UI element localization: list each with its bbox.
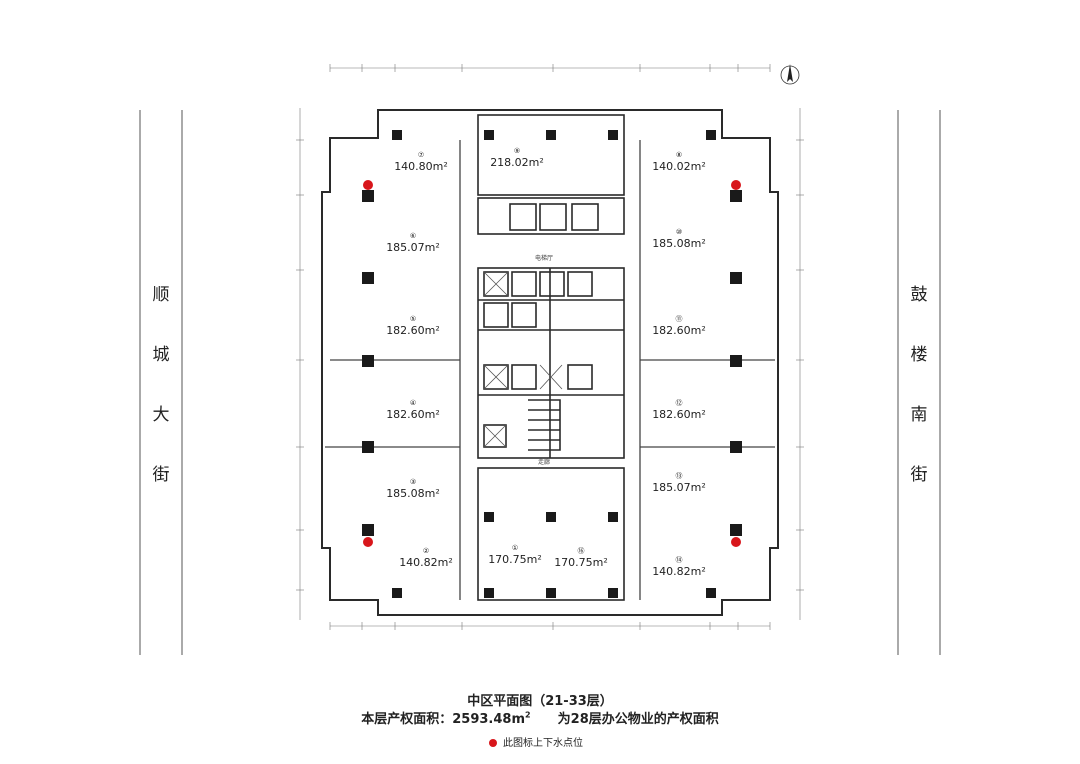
unit-area: 140.02m² <box>652 160 706 173</box>
plan-title: 中区平面图（21-33层） <box>467 694 613 709</box>
water-point-marker <box>731 537 741 547</box>
street-lines <box>139 110 941 655</box>
unit-area: 140.80m² <box>394 160 448 173</box>
street-char: 顺 <box>152 285 170 305</box>
street-name-left: 顺 城 大 街 <box>146 265 176 505</box>
area-unit-sup: 2 <box>525 710 531 720</box>
unit-id: ⑬ <box>676 472 683 480</box>
unit-id: ⑧ <box>676 151 682 159</box>
core <box>477 114 625 601</box>
legend-text: 此图标上下水点位 <box>503 738 583 749</box>
unit-area: 182.60m² <box>652 324 706 337</box>
street-char: 大 <box>152 405 170 425</box>
unit-labels: ⑦ 140.80m² ⑨ 218.02m² ⑧ 140.02m² ⑥ 185.0… <box>386 147 706 578</box>
unit-id: ③ <box>410 478 416 486</box>
core-x-marks <box>483 271 563 448</box>
unit-area: 185.07m² <box>652 481 706 494</box>
area-note: 为28层办公物业的产权面积 <box>557 712 719 727</box>
unit-id: ② <box>423 547 429 555</box>
unit-id: ⑤ <box>410 315 416 323</box>
street-char: 街 <box>910 465 928 485</box>
legend-marker-icon <box>489 739 497 747</box>
unit-id: ⑨ <box>514 147 520 155</box>
street-char: 南 <box>910 405 928 425</box>
unit-id: ① <box>512 544 518 552</box>
core-label-corridor: 走廊 <box>538 458 550 466</box>
unit-area: 182.60m² <box>386 408 440 421</box>
water-point-marker <box>731 180 741 190</box>
legend: 此图标上下水点位 <box>489 734 583 749</box>
unit-area: 185.08m² <box>386 487 440 500</box>
water-point-markers <box>363 180 741 547</box>
street-char: 楼 <box>910 345 928 365</box>
unit-area: 140.82m² <box>399 556 453 569</box>
unit-area: 185.07m² <box>386 241 440 254</box>
unit-id: ⑩ <box>676 228 682 236</box>
unit-id: ⑪ <box>676 315 683 323</box>
core-label-lobby: 电梯厅 <box>535 254 553 262</box>
street-char: 鼓 <box>910 285 928 305</box>
building-outline <box>321 109 779 616</box>
unit-area: 185.08m² <box>652 237 706 250</box>
unit-id: ④ <box>410 399 416 407</box>
unit-area: 170.75m² <box>554 556 608 569</box>
dimension-lines <box>296 64 804 630</box>
area-summary: 本层产权面积：2593.48m2 为28层办公物业的产权面积 <box>0 708 1080 727</box>
area-label: 本层产权面积：2593.48m <box>361 712 526 727</box>
unit-area: 140.82m² <box>652 565 706 578</box>
unit-id: ⑥ <box>410 232 416 240</box>
unit-id: ⑭ <box>676 556 683 564</box>
unit-area: 170.75m² <box>488 553 542 566</box>
unit-id: ⑦ <box>418 151 424 159</box>
columns <box>362 130 742 598</box>
water-point-marker <box>363 180 373 190</box>
street-char: 街 <box>152 465 170 485</box>
water-point-marker <box>363 537 373 547</box>
unit-area: 218.02m² <box>490 156 544 169</box>
unit-area: 182.60m² <box>652 408 706 421</box>
unit-area: 182.60m² <box>386 324 440 337</box>
unit-id: ⑯ <box>578 547 585 555</box>
north-arrow-icon <box>780 64 800 85</box>
street-char: 城 <box>152 345 170 365</box>
unit-id: ⑫ <box>676 399 683 407</box>
structural-grid <box>325 140 775 600</box>
street-name-right: 鼓 楼 南 街 <box>904 265 934 505</box>
